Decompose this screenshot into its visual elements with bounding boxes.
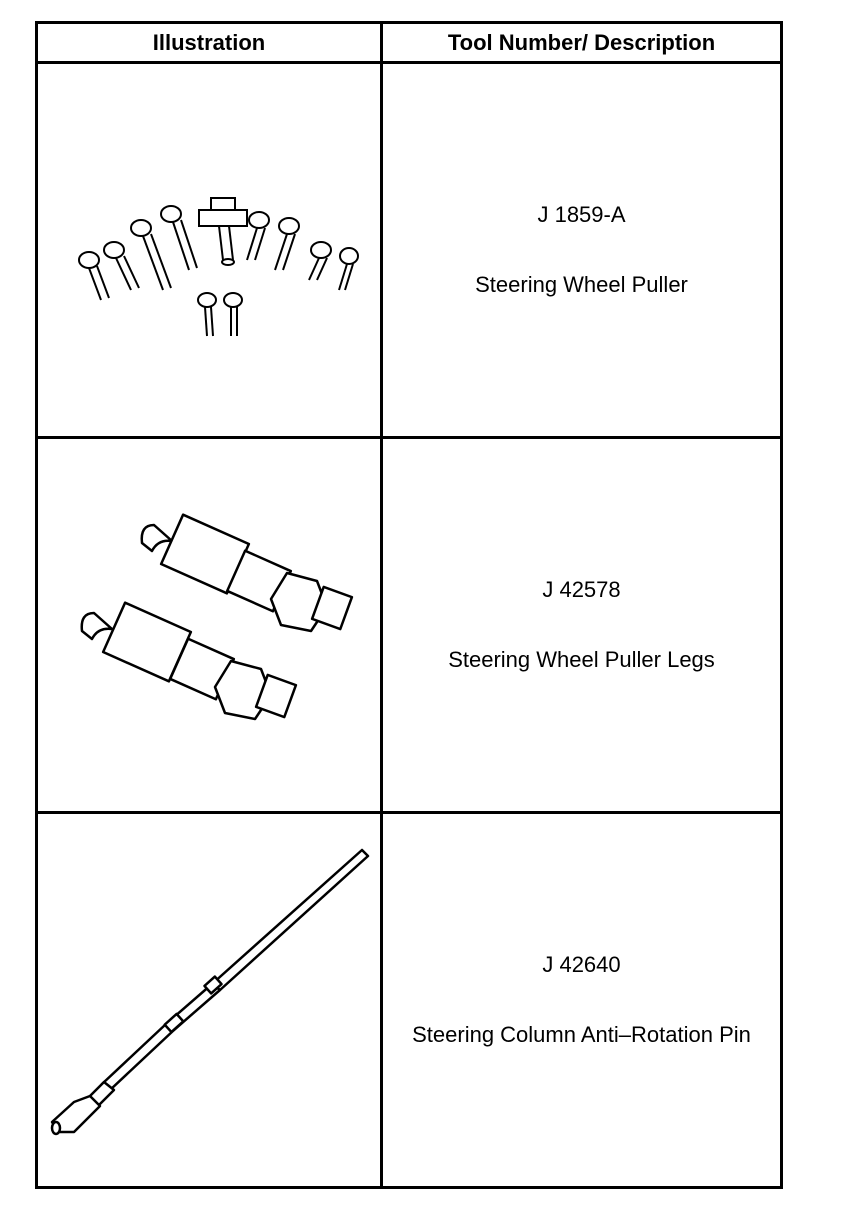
tool-number: J 42578 xyxy=(542,577,621,602)
tool-description: Steering Wheel Puller xyxy=(475,272,688,297)
anti-rotation-pin-icon xyxy=(50,848,370,1136)
tool-description: Steering Wheel Puller Legs xyxy=(448,647,715,672)
table-row: J 42640 Steering Column Anti–Rotation Pi… xyxy=(35,811,783,1189)
illustration-cell xyxy=(35,436,383,814)
puller-legs-icon xyxy=(80,513,354,721)
description-cell: J 1859-A Steering Wheel Puller xyxy=(380,61,783,439)
tool-number: J 1859-A xyxy=(537,202,626,227)
tool-table: Illustration Tool Number/ Description xyxy=(35,21,783,1189)
steering-wheel-puller-icon xyxy=(78,197,359,337)
tool-number: J 42640 xyxy=(542,952,621,977)
tool-description: Steering Column Anti–Rotation Pin xyxy=(412,1022,751,1047)
illustration-cell xyxy=(35,811,383,1189)
table-header-row: Illustration Tool Number/ Description xyxy=(35,21,783,64)
description-cell: J 42578 Steering Wheel Puller Legs xyxy=(380,436,783,814)
table-row: J 1859-A Steering Wheel Puller xyxy=(35,61,783,439)
description-cell: J 42640 Steering Column Anti–Rotation Pi… xyxy=(380,811,783,1189)
header-tool-number-description: Tool Number/ Description xyxy=(380,21,783,64)
header-illustration: Illustration xyxy=(35,21,383,64)
illustration-cell xyxy=(35,61,383,439)
table-row: J 42578 Steering Wheel Puller Legs xyxy=(35,436,783,814)
